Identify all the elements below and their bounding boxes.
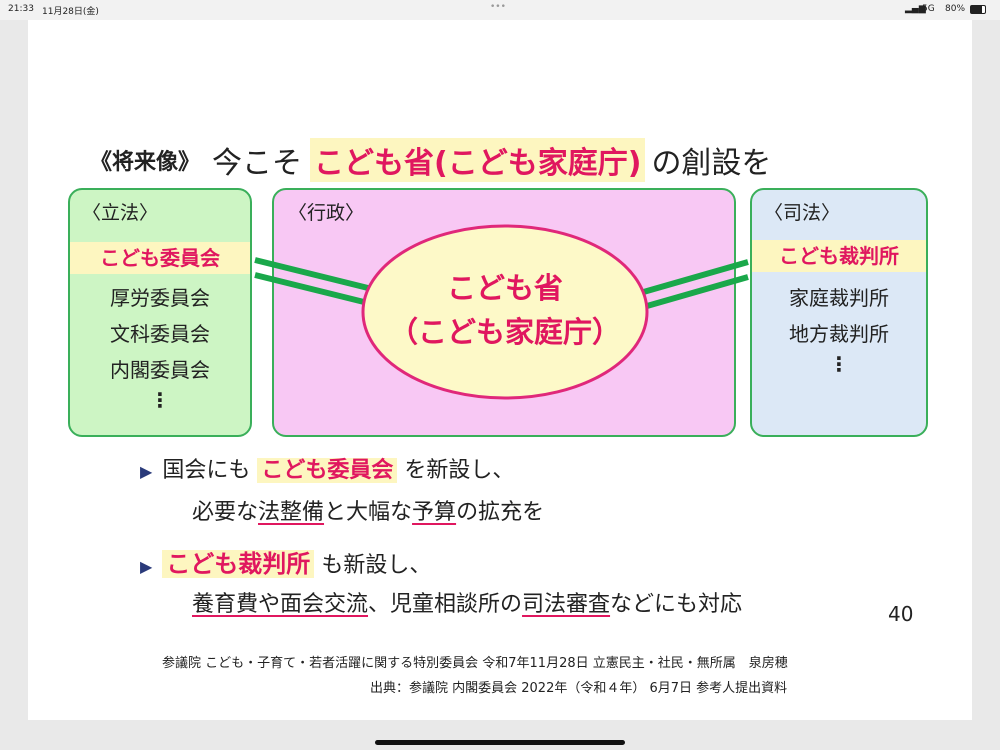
bullet-1-line-2: 必要な法整備と大幅な予算の拡充を — [192, 494, 544, 526]
time: 21:33 — [8, 4, 34, 14]
source-line-1: 参議院 こども・子育て・若者活躍に関する特別委員会 令和7年11月28日 立憲民… — [162, 656, 788, 671]
title-prefix: 《将来像》 — [90, 150, 201, 175]
legislative-item: 厚労委員会 — [110, 286, 210, 310]
battery-percent: 80% — [945, 4, 966, 14]
bullet-2: ▶ こども裁判所 も新設し、 — [140, 544, 431, 579]
status-bar: 21:33 11月28日(金) ••• ▂▄▆ 5G 80% — [0, 0, 1000, 20]
title-highlight: こども省(こども家庭庁) — [310, 138, 646, 182]
source-line-2: 出典：参議院 内閣委員会 2022年（令和４年） 6月7日 参考人提出資料 — [370, 681, 788, 696]
center-ellipse — [361, 224, 649, 400]
executive-label: 〈行政〉 — [288, 202, 365, 224]
text-segment: 必要な — [192, 500, 259, 525]
legislative-item: こども委員会 — [70, 242, 250, 274]
title-suffix: の創設を — [651, 146, 772, 181]
bullet-1: ▶ 国会にも こども委員会 を新設し、 — [140, 452, 514, 484]
legislative-label: 〈立法〉 — [82, 202, 159, 224]
bullet-2-line-2: 養育費や面会交流、児童相談所の司法審査などにも対応 — [192, 586, 742, 618]
text-segment: 法整備 — [258, 500, 325, 525]
text-segment: も新設し、 — [321, 553, 432, 578]
date: 11月28日(金) — [42, 7, 99, 17]
judicial-item: 地方裁判所 — [789, 322, 889, 346]
text-segment: を新設し、 — [404, 458, 515, 483]
home-indicator[interactable] — [375, 740, 625, 745]
legislative-item: 文科委員会 — [110, 322, 210, 346]
text-segment: と大幅な — [324, 500, 413, 525]
connector-line — [254, 257, 369, 291]
triangle-bullet-icon: ▶ — [140, 462, 153, 481]
text-segment: こども裁判所 — [162, 550, 315, 578]
center-line-1: こども省 — [446, 271, 563, 305]
legislative-box: 〈立法〉 こども委員会 厚労委員会 文科委員会 内閣委員会 ⋮ — [68, 188, 252, 437]
text-segment: の拡充を — [456, 500, 545, 525]
more-dots-icon[interactable]: ••• — [490, 2, 506, 12]
judicial-box: 〈司法〉 こども裁判所 家庭裁判所 地方裁判所 ⋮ — [750, 188, 928, 437]
text-segment: こども委員会 — [257, 458, 398, 483]
center-line-2: （こども家庭庁） — [388, 315, 621, 349]
battery-icon — [970, 5, 986, 14]
ellipsis: ⋮ — [829, 352, 849, 376]
judicial-label: 〈司法〉 — [764, 202, 841, 224]
center-label: こども省 （こども家庭庁） — [363, 266, 647, 354]
slide-title: 《将来像》 今こそ こども省(こども家庭庁) の創設を — [90, 138, 771, 182]
judicial-item: 家庭裁判所 — [789, 286, 889, 310]
text-segment: などにも対応 — [610, 592, 743, 617]
connector-line — [254, 272, 369, 306]
page-number: 40 — [888, 602, 914, 626]
judicial-item: こども裁判所 — [752, 240, 926, 272]
connector-line — [639, 274, 749, 311]
text-segment: 国会にも — [162, 458, 251, 483]
signal-icon: ▂▄▆ — [905, 4, 926, 14]
title-mid: 今こそ — [212, 146, 303, 181]
ellipsis: ⋮ — [150, 388, 170, 412]
text-segment: 養育費や面会交流 — [192, 592, 369, 617]
text-segment: 予算 — [412, 500, 457, 525]
legislative-item: 内閣委員会 — [110, 358, 210, 382]
text-segment: 司法審査 — [522, 592, 611, 617]
triangle-bullet-icon: ▶ — [140, 557, 153, 576]
text-segment: 、児童相談所の — [368, 592, 523, 617]
network: 5G — [922, 4, 935, 14]
connector-line — [639, 259, 749, 296]
